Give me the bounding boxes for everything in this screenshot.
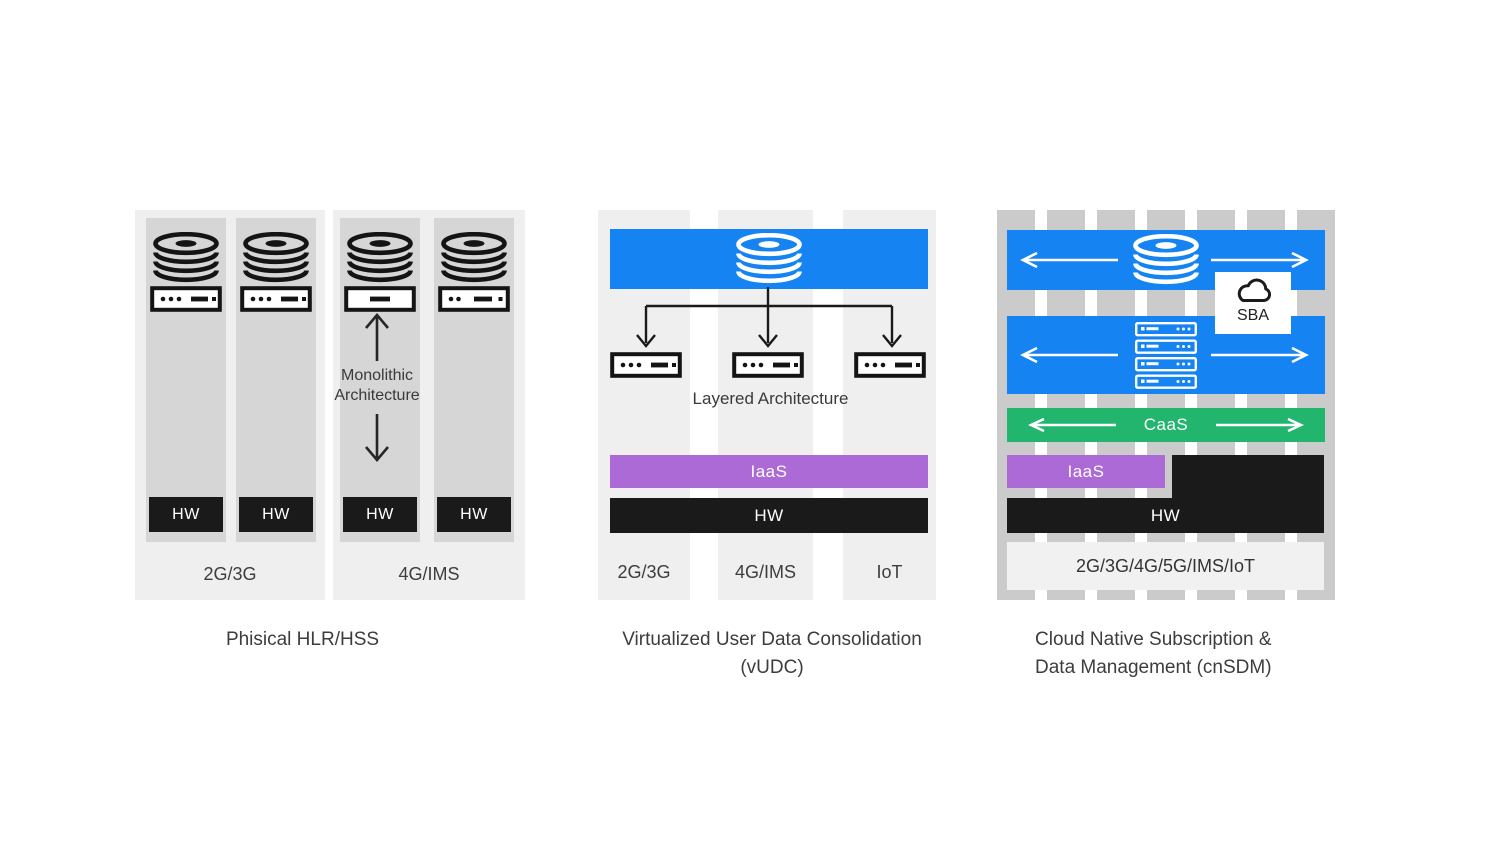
hw-label: HW bbox=[1150, 505, 1181, 525]
database-icon bbox=[241, 232, 311, 284]
arrow-left-icon bbox=[1020, 346, 1120, 364]
middle-caption-line1: Virtualized User Data Consolidation bbox=[622, 629, 922, 650]
column-label-4gims: 4G/IMS bbox=[734, 562, 796, 582]
right-panel-caption: Cloud Native Subscription & Data Managem… bbox=[1035, 626, 1345, 682]
caas-label: CaaS bbox=[1143, 415, 1189, 434]
cnsdm-bottom-label-strip: 2G/3G/4G/5G/IMS/IoT bbox=[1007, 542, 1324, 590]
database-icon bbox=[1131, 234, 1201, 286]
cnsdm-hw-bar: HW bbox=[1007, 498, 1324, 533]
sba-label: SBA bbox=[1236, 307, 1269, 324]
middle-caption-line2: (vUDC) bbox=[740, 657, 804, 678]
arrow-left-icon bbox=[1020, 251, 1120, 269]
monolithic-line2: Architecture bbox=[334, 387, 420, 404]
up-arrow-icon bbox=[357, 311, 397, 363]
cnsdm-iaas-bar: IaaS bbox=[1007, 455, 1165, 488]
connector-arrows bbox=[598, 287, 938, 355]
hw-box: HW bbox=[437, 497, 511, 532]
database-icon bbox=[345, 232, 415, 284]
cloud-icon bbox=[1231, 277, 1275, 305]
rack-stack-icon bbox=[1135, 322, 1197, 389]
server-icon bbox=[240, 286, 312, 312]
server-icon bbox=[732, 352, 804, 378]
hw-label: HW bbox=[366, 505, 394, 523]
layered-architecture-label: Layered Architecture bbox=[692, 389, 849, 408]
iaas-bar: IaaS bbox=[610, 455, 928, 488]
group-label-4gims: 4G/IMS bbox=[398, 564, 460, 584]
server-icon bbox=[854, 352, 926, 378]
hw-label: HW bbox=[460, 505, 488, 523]
column-label-2g3g: 2G/3G bbox=[617, 562, 671, 582]
hw-box: HW bbox=[343, 497, 417, 532]
server-icon bbox=[610, 352, 682, 378]
hw-box: HW bbox=[239, 497, 313, 532]
server-icon bbox=[150, 286, 222, 312]
middle-panel-caption: Virtualized User Data Consolidation (vUD… bbox=[598, 626, 946, 682]
right-caption-line1: Cloud Native Subscription & bbox=[1035, 629, 1272, 650]
cnsdm-bottom-label: 2G/3G/4G/5G/IMS/IoT bbox=[1075, 555, 1256, 576]
vudc-database-bar bbox=[610, 229, 928, 289]
hw-label: HW bbox=[754, 505, 784, 525]
hw-label: HW bbox=[172, 505, 200, 523]
arrow-right-icon bbox=[1214, 417, 1304, 433]
black-step-block bbox=[1172, 455, 1324, 498]
hw-box: HW bbox=[149, 497, 223, 532]
monolithic-line1: Monolithic bbox=[340, 367, 414, 384]
database-icon bbox=[151, 232, 221, 284]
hw-label: HW bbox=[262, 505, 290, 523]
caas-bar: CaaS bbox=[1007, 408, 1325, 442]
arrow-right-icon bbox=[1209, 346, 1309, 364]
iaas-label: IaaS bbox=[750, 461, 788, 481]
arrow-right-icon bbox=[1209, 251, 1309, 269]
down-arrow-icon bbox=[357, 412, 397, 464]
arrow-left-icon bbox=[1028, 417, 1118, 433]
database-icon bbox=[439, 232, 509, 284]
iaas-label: IaaS bbox=[1067, 461, 1105, 481]
right-caption-line2: Data Management (cnSDM) bbox=[1035, 657, 1272, 678]
server-icon bbox=[438, 286, 510, 312]
left-panel-caption: Phisical HLR/HSS bbox=[225, 629, 380, 650]
monolithic-architecture-label: Monolithic Architecture bbox=[302, 366, 452, 406]
column-label-iot: IoT bbox=[876, 562, 903, 582]
database-icon bbox=[734, 233, 804, 285]
hw-bar: HW bbox=[610, 498, 928, 533]
sba-box: SBA bbox=[1215, 272, 1291, 334]
server-icon bbox=[344, 286, 416, 312]
group-label-2g3g: 2G/3G bbox=[203, 564, 257, 584]
